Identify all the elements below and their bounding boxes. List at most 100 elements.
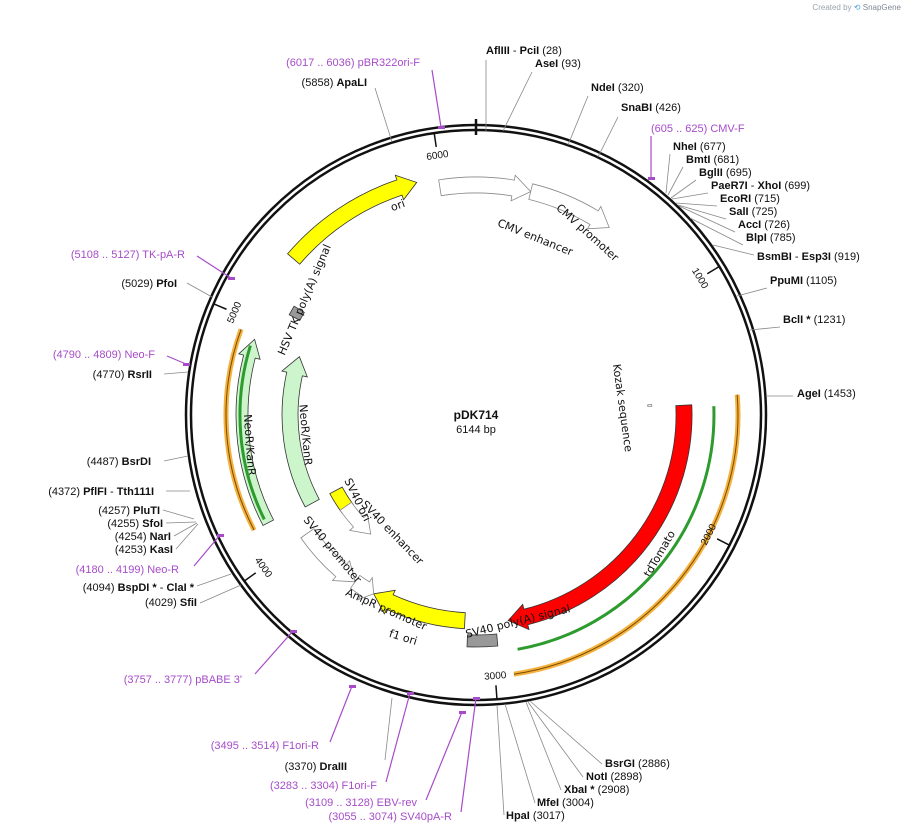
primer-range: (6017 .. 6036) <box>286 57 355 69</box>
primer-name: CMV-F <box>710 123 745 135</box>
primer-bind-mark <box>290 630 297 633</box>
enzyme-site-sfii[interactable]: (4029) SfiI <box>145 597 197 609</box>
label-punctuation: ) <box>126 505 133 517</box>
label-punctuation: ( <box>83 582 87 594</box>
label-punctuation: ( <box>615 82 622 94</box>
primer-name: Neo-F <box>124 349 155 361</box>
label-punctuation: ) <box>330 77 337 89</box>
primer-neo-f[interactable]: (4790 .. 4809) Neo-F <box>53 349 155 361</box>
enzyme-site-bcli[interactable]: BclI * (1231) <box>783 314 845 326</box>
enzyme-name: AgeI <box>797 388 821 400</box>
label-punctuation: - <box>107 486 117 498</box>
primer-bind-mark <box>438 126 445 129</box>
enzyme-position: 3017 <box>537 810 561 822</box>
label-punctuation: ) <box>561 810 565 822</box>
label-punctuation: ) <box>143 531 150 543</box>
primer-neo-r[interactable]: (4180 .. 4199) Neo-R <box>76 564 179 576</box>
label-punctuation: ( <box>723 167 730 179</box>
primer-bind-mark <box>648 177 655 180</box>
enzyme-site-snabi[interactable]: SnaBI (426) <box>621 102 681 114</box>
enzyme-name: XbaI * <box>564 784 595 796</box>
primer-sv40pa-r[interactable]: (3055 .. 3074) SV40pA-R <box>328 811 452 823</box>
enzyme-site-bsrgi[interactable]: BsrGI (2886) <box>605 758 670 770</box>
label-punctuation: ( <box>761 219 768 231</box>
enzyme-site-draiii[interactable]: (3370) DraIII <box>285 761 347 773</box>
primer-ebv-rev[interactable]: (3109 .. 3128) EBV-rev <box>305 797 417 809</box>
enzyme-site-sfoi[interactable]: (4255) SfoI <box>107 518 163 530</box>
primer-leader <box>196 255 232 279</box>
enzyme-site-nhei[interactable]: NheI (677) <box>673 141 726 153</box>
enzyme-leader <box>173 522 198 537</box>
tick-mark <box>243 572 257 582</box>
primer-pbabe-3-[interactable]: (3757 .. 3777) pBABE 3' <box>124 674 242 686</box>
enzyme-site-paer7i[interactable]: PaeR7I - XhoI (699) <box>711 180 810 192</box>
enzyme-name: BsmBI <box>757 251 792 263</box>
label-punctuation: ( <box>558 58 565 70</box>
enzyme-site-pluti[interactable]: (4257) PluTI <box>98 505 160 517</box>
primer-range: (4180 .. 4199) <box>76 564 145 576</box>
label-punctuation: ( <box>595 784 602 796</box>
enzyme-position: 93 <box>565 58 577 70</box>
snapgene-credit: Created by ⟲ SnapGene <box>812 3 901 12</box>
enzyme-position: 681 <box>717 154 735 166</box>
primer-range: (4790 .. 4809) <box>53 349 122 361</box>
enzyme-site-ppumi[interactable]: PpuMI (1105) <box>770 275 837 287</box>
enzyme-site-noti[interactable]: NotI (2898) <box>586 771 642 783</box>
enzyme-leader <box>186 282 213 298</box>
label-punctuation: ) <box>722 141 726 153</box>
enzyme-site-xbai[interactable]: XbaI * (2908) <box>564 784 629 796</box>
feature-sv40-enhancer <box>339 501 372 535</box>
label-punctuation: ( <box>98 505 102 517</box>
enzyme-position: 715 <box>758 193 776 205</box>
enzyme-site-bsmbi[interactable]: BsmBI - Esp3I (919) <box>757 251 860 263</box>
enzyme-site-apali[interactable]: (5858) ApaLI <box>302 77 367 89</box>
orf-green-2 <box>238 345 266 521</box>
primer-leader <box>460 697 477 813</box>
enzyme-site-agei[interactable]: AgeI (1453) <box>797 388 856 400</box>
enzyme-name: ClaI * <box>166 582 194 594</box>
orf-green-1 <box>517 406 716 651</box>
primer-range: (3109 .. 3128) <box>305 797 374 809</box>
primer-pbr322ori-f[interactable]: (6017 .. 6036) pBR322ori-F <box>286 57 420 69</box>
primer-f1ori-r[interactable]: (3495 .. 3514) F1ori-R <box>211 740 319 752</box>
enzyme-site-pflfi[interactable]: (4372) PflFI - Tth111I <box>48 486 154 498</box>
enzyme-position: 2898 <box>614 771 638 783</box>
label-punctuation: ( <box>767 232 774 244</box>
plasmid-size: 6144 bp <box>456 424 496 436</box>
enzyme-site-sali[interactable]: SalI (725) <box>729 206 777 218</box>
primer-f1ori-f[interactable]: (3283 .. 3304) F1ori-F <box>270 780 377 792</box>
enzyme-site-mfei[interactable]: MfeI (3004) <box>537 797 594 809</box>
enzyme-name: SnaBI <box>621 102 652 114</box>
enzyme-site-bspdi[interactable]: (4094) BspDI * - ClaI * <box>83 582 195 594</box>
enzyme-site-nari[interactable]: (4254) NarI <box>115 531 171 543</box>
enzyme-site-asei[interactable]: AseI (93) <box>535 58 581 70</box>
enzyme-leader <box>199 584 242 604</box>
primer-name: Neo-R <box>147 564 179 576</box>
enzyme-name: Tth111I <box>117 486 154 498</box>
label-punctuation: ) <box>856 251 860 263</box>
label-punctuation: ) <box>786 219 790 231</box>
enzyme-position: 677 <box>704 141 722 153</box>
enzyme-site-hpai[interactable]: HpaI (3017) <box>506 810 565 822</box>
enzyme-site-bmti[interactable]: BmtI (681) <box>686 154 739 166</box>
primer-cmv-f[interactable]: (605 .. 625) CMV-F <box>651 123 745 135</box>
enzyme-site-kasi[interactable]: (4253) KasI <box>115 544 173 556</box>
primer-name: pBABE 3' <box>195 674 242 686</box>
enzyme-site-blpi[interactable]: BlpI (785) <box>746 232 796 244</box>
enzyme-site-rsrii[interactable]: (4770) RsrII <box>93 369 152 381</box>
enzyme-leader <box>525 701 562 791</box>
enzyme-site-bsrdi[interactable]: (4487) BsrDI <box>87 456 151 468</box>
label-punctuation: ) <box>640 82 644 94</box>
enzyme-leader <box>384 697 393 761</box>
enzyme-site-bglii[interactable]: BglII (695) <box>699 167 752 179</box>
feature-kozak-sequence <box>647 404 653 408</box>
enzyme-site-acci[interactable]: AccI (726) <box>738 219 790 231</box>
primer-tk-pa-r[interactable]: (5108 .. 5127) TK-pA-R <box>71 249 185 261</box>
enzyme-name: XhoI <box>757 180 781 192</box>
enzyme-site-ecori[interactable]: EcoRI (715) <box>720 193 780 205</box>
enzyme-site-ndei[interactable]: NdeI (320) <box>591 82 644 94</box>
enzyme-site-afliii[interactable]: AflIII - PciI (28) <box>486 45 562 57</box>
enzyme-site-pfoi[interactable]: (5029) PfoI <box>121 278 177 290</box>
enzyme-position: 726 <box>768 219 786 231</box>
